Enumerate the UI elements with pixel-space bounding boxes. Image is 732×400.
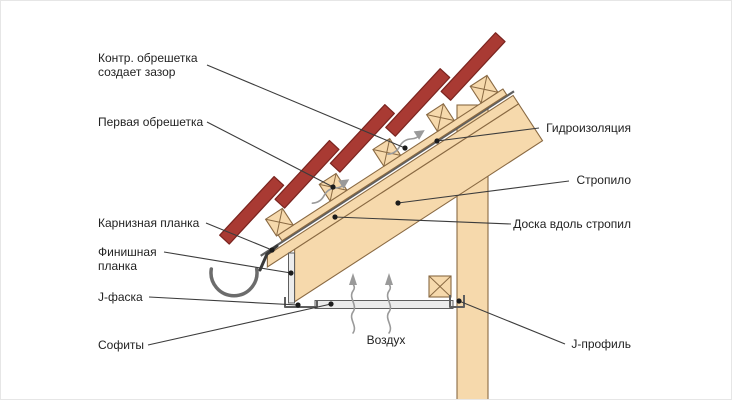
label-rafter-text: Стропило xyxy=(576,173,631,187)
label-j-fascia-text: J-фаска xyxy=(98,290,143,304)
label-j-profile: J-профиль xyxy=(571,337,631,351)
label-air-text: Воздух xyxy=(366,333,406,347)
leader-dot-waterproofing xyxy=(434,138,440,144)
leader-eaves-strip xyxy=(205,222,273,251)
leader-dot-j-profile xyxy=(456,298,462,304)
label-j-fascia: J-фаска xyxy=(98,290,143,304)
leader-dot-counter-batten xyxy=(402,145,408,151)
leader-dot-rafter xyxy=(395,200,401,206)
batten-section xyxy=(372,137,402,168)
leader-dot-board xyxy=(332,214,338,220)
leader-finish-strip xyxy=(163,251,292,274)
label-soffits: Софиты xyxy=(98,338,144,352)
leader-dot-eaves-strip xyxy=(269,247,275,253)
label-eaves-strip: Карнизная планка xyxy=(98,216,199,230)
label-air: Воздух xyxy=(356,333,416,347)
leader-rafter xyxy=(397,180,570,204)
leader-dot-first-batten xyxy=(330,184,336,190)
batten-section xyxy=(425,103,456,133)
leader-dot-j-fascia xyxy=(295,302,301,308)
rafter-shape xyxy=(294,103,544,303)
roof-tile xyxy=(440,32,506,101)
membrane-line xyxy=(260,90,515,257)
roof-tile xyxy=(274,139,340,209)
label-eaves-strip-text: Карнизная планка xyxy=(98,216,200,230)
label-soffits-text: Софиты xyxy=(98,338,145,352)
roof-tile xyxy=(329,104,395,173)
roof-tile xyxy=(385,68,451,137)
label-rafter: Стропило xyxy=(576,173,631,187)
j-fascia-shape xyxy=(284,297,318,308)
soffit-panel xyxy=(314,300,454,309)
leader-first-batten xyxy=(206,121,334,188)
batten-section xyxy=(469,74,499,104)
label-first-batten: Первая обрешетка xyxy=(98,115,203,129)
leader-waterproofing xyxy=(436,127,540,142)
label-j-profile-text: J-профиль xyxy=(571,337,631,351)
label-waterproofing-text: Гидроизоляция xyxy=(546,121,631,135)
label-waterproofing: Гидроизоляция xyxy=(546,121,631,135)
batten-section xyxy=(264,207,295,237)
label-board-along-rafters-text: Доска вдоль стропил xyxy=(513,217,631,231)
mounting-block xyxy=(428,275,452,298)
label-counter-batten-line1: Контр. обрешетка xyxy=(98,51,198,65)
leader-dot-soffits xyxy=(328,301,334,307)
leader-board xyxy=(334,216,512,225)
leader-counter-batten xyxy=(206,64,406,149)
leader-dot-finish-strip xyxy=(288,270,294,276)
leader-soffits xyxy=(147,303,332,346)
label-counter-batten: Контр. обрешетка создает зазор xyxy=(98,51,198,79)
roof-assembly xyxy=(219,32,544,303)
leader-lines xyxy=(147,64,570,346)
label-finish-strip: Финишная планка xyxy=(98,245,157,273)
finish-strip-shape xyxy=(288,252,295,304)
label-first-batten-text: Первая обрешетка xyxy=(98,115,204,129)
leader-j-profile xyxy=(458,300,566,345)
gutter-shape xyxy=(209,267,259,298)
j-profile-shape xyxy=(449,295,465,308)
label-counter-batten-line2: создает зазор xyxy=(98,65,176,79)
leader-j-fascia xyxy=(148,296,299,306)
label-finish-strip-line1: Финишная xyxy=(98,245,157,259)
roof-tile xyxy=(219,175,285,245)
label-finish-strip-line2: планка xyxy=(98,259,137,273)
label-board-along-rafters: Доска вдоль стропил xyxy=(513,217,631,231)
